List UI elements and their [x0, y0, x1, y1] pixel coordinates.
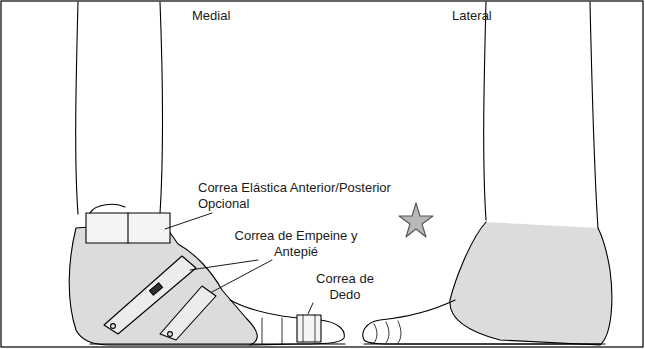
side-label: Medial	[192, 8, 272, 24]
part-label: Correa de Empeine y Antepié	[232, 228, 360, 260]
side-label: Lateral	[452, 8, 532, 24]
part-label: Correa de Dedo	[310, 271, 380, 303]
part-label: Correa Elástica Anterior/Posterior Opcio…	[198, 180, 430, 212]
